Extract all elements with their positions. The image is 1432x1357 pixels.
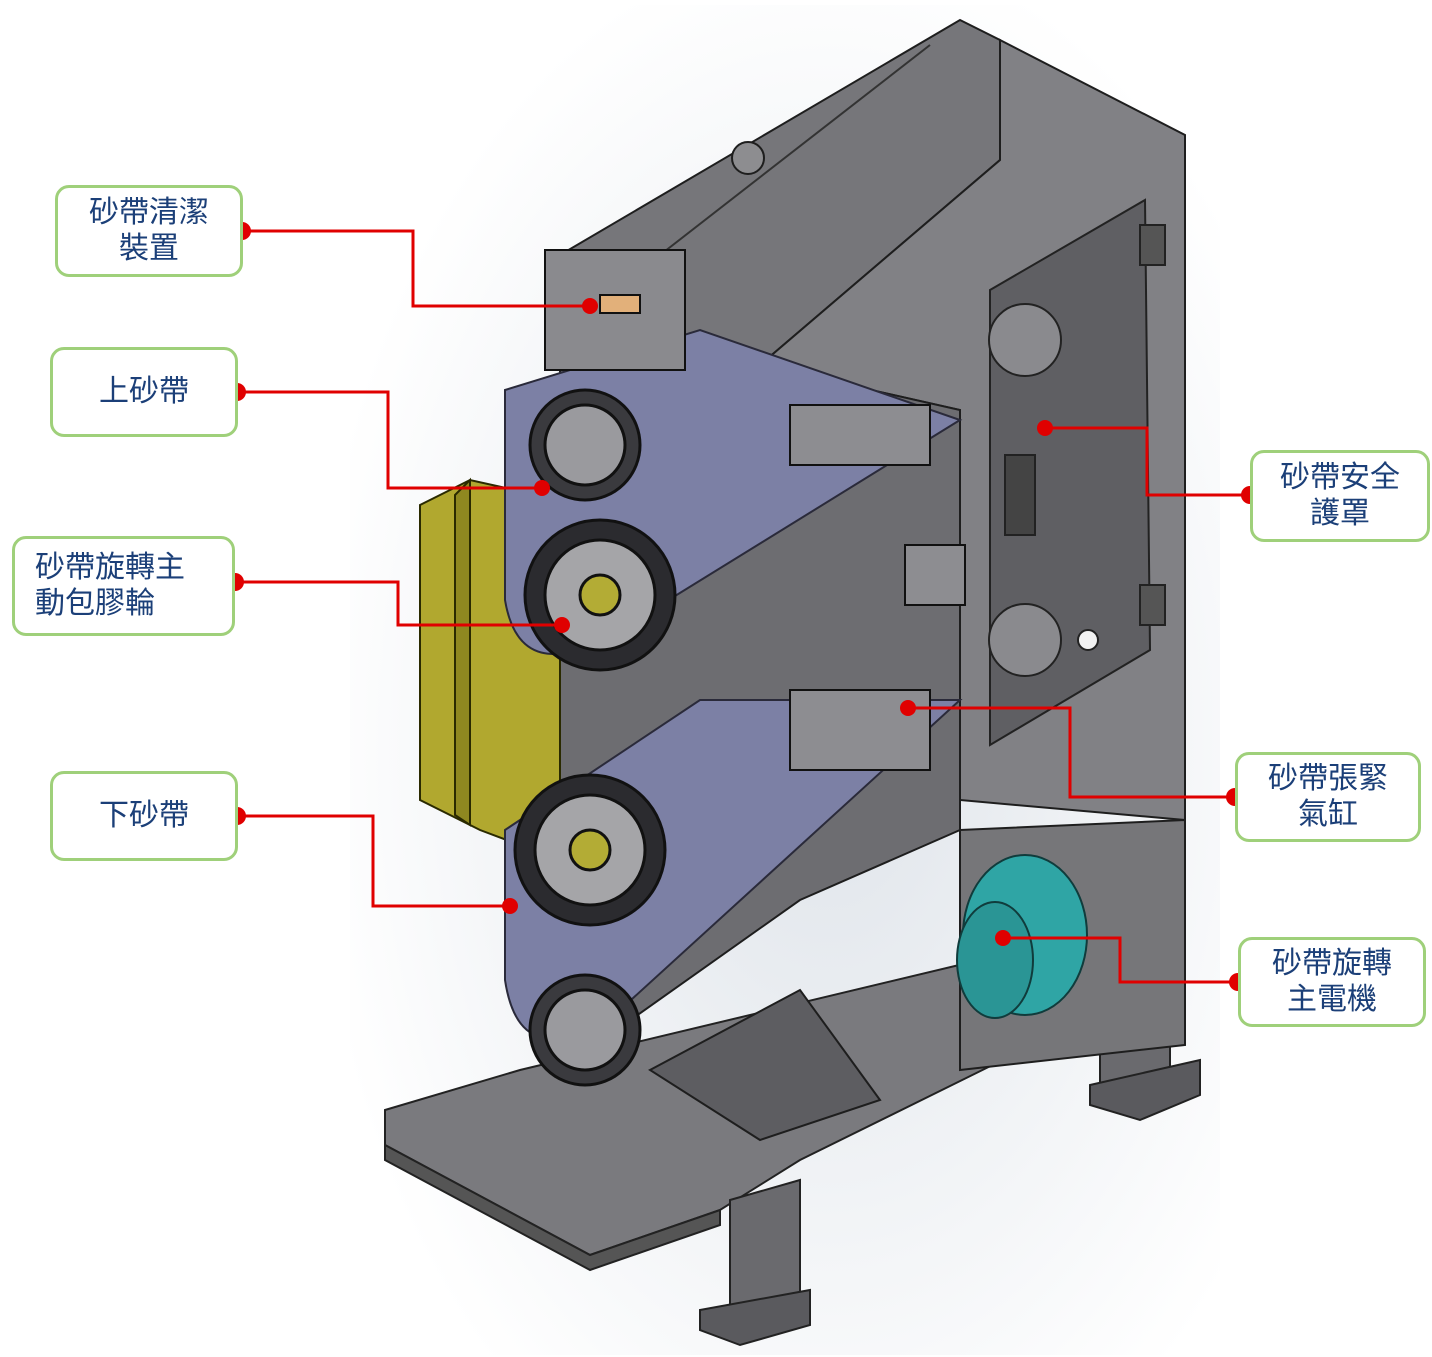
leader-line-main-motor — [1003, 936, 1238, 984]
leader-line-upper-belt — [237, 390, 542, 490]
leader-line-safety-cover — [1045, 426, 1250, 497]
callout-label: 上砂帶 — [99, 374, 189, 409]
callout-drive-wheel: 砂帶旋轉主 動包膠輪 — [12, 536, 235, 636]
callout-label: 砂帶安全 護罩 — [1280, 460, 1400, 531]
dot — [995, 930, 1011, 946]
callout-tension-cylinder: 砂帶張緊 氣缸 — [1235, 752, 1421, 842]
callout-upper-belt: 上砂帶 — [50, 347, 238, 437]
wheels — [513, 388, 677, 1087]
leader-lines — [235, 229, 1250, 984]
dot — [1037, 420, 1053, 436]
dot — [582, 298, 598, 314]
dot — [554, 617, 570, 633]
leader-line-cleaning — [242, 229, 590, 308]
leader-line-lower-belt — [237, 814, 510, 908]
mechanical-parts — [544, 249, 966, 771]
safety-window — [988, 198, 1166, 747]
callout-label: 砂帶張緊 氣缸 — [1268, 761, 1388, 832]
leader-line-drive-wheel — [235, 580, 562, 627]
leader-line-tension-cylinder — [908, 706, 1235, 799]
dot — [534, 480, 550, 496]
main-motor — [956, 854, 1088, 1019]
dot — [900, 700, 916, 716]
callout-label: 下砂帶 — [99, 798, 189, 833]
callout-label: 砂帶清潔 裝置 — [89, 195, 209, 266]
callout-main-motor: 砂帶旋轉 主電機 — [1238, 937, 1426, 1027]
callout-lower-belt: 下砂帶 — [50, 771, 238, 861]
callout-cleaning-device: 砂帶清潔 裝置 — [55, 185, 243, 277]
callout-safety-cover: 砂帶安全 護罩 — [1250, 450, 1430, 542]
callout-label: 砂帶旋轉主 動包膠輪 — [35, 550, 185, 621]
callout-label: 砂帶旋轉 主電機 — [1272, 946, 1392, 1017]
dot — [502, 898, 518, 914]
